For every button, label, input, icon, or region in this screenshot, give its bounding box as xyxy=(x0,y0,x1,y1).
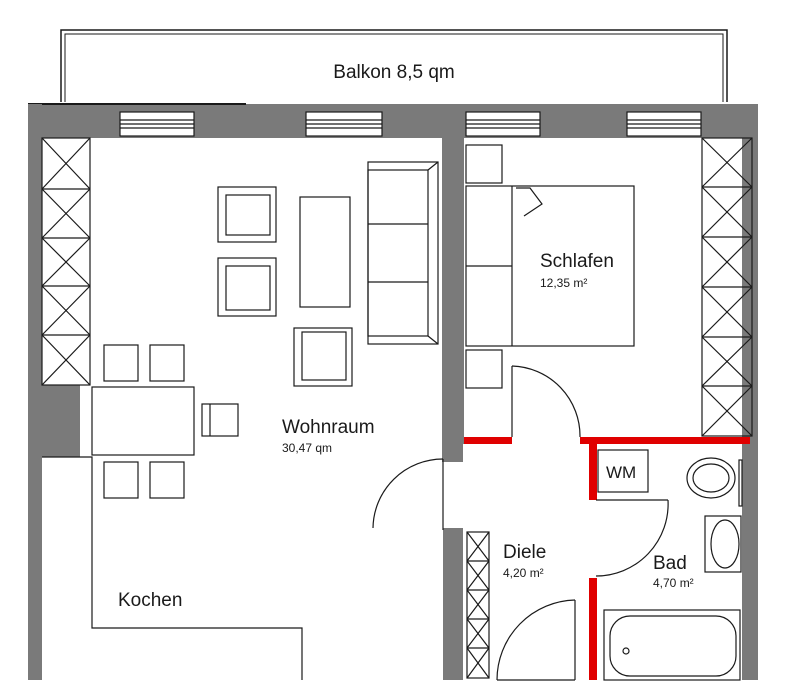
toilet xyxy=(686,457,743,507)
windows xyxy=(119,111,702,137)
room-label-kochen: Kochen xyxy=(118,590,182,611)
center-wall-upper xyxy=(442,104,464,462)
balcony-label: Balkon 8,5 qm xyxy=(333,62,454,83)
room-label-bad: Bad xyxy=(653,553,687,574)
door-living xyxy=(372,458,444,530)
bedroom-furniture xyxy=(465,144,635,389)
room-label-wohnraum: Wohnraum xyxy=(282,417,375,438)
room-area-bad: 4,70 m² xyxy=(653,576,694,590)
walls xyxy=(28,103,758,680)
room-label-schlafen: Schlafen xyxy=(540,251,614,272)
room-labels: Schlafen 12,35 m² Wohnraum 30,47 qm Diel… xyxy=(118,251,694,611)
bathroom-fixtures xyxy=(597,449,743,681)
nightstand-top xyxy=(465,144,503,184)
window-2 xyxy=(305,111,383,137)
hall-shelf xyxy=(466,531,490,679)
dining-table xyxy=(91,386,195,456)
left-wall-lower xyxy=(28,385,80,457)
center-wall-lower xyxy=(443,528,463,680)
washing-machine-label: WM xyxy=(606,463,636,482)
door-bedroom xyxy=(511,365,581,438)
highlighted-walls xyxy=(464,437,750,680)
bathtub xyxy=(603,609,741,681)
room-area-schlafen: 12,35 m² xyxy=(540,276,587,290)
dining-chairs xyxy=(103,344,239,499)
armchair-middle xyxy=(217,257,277,317)
bed xyxy=(465,185,635,347)
door-entrance xyxy=(496,599,576,681)
coffee-table xyxy=(299,196,351,308)
wardrobe-left xyxy=(41,137,91,386)
window-1 xyxy=(119,111,195,137)
room-area-wohnraum: 30,47 qm xyxy=(282,441,332,455)
sink xyxy=(704,515,742,573)
room-area-diele: 4,20 m² xyxy=(503,566,544,580)
kitchen-counter xyxy=(42,456,303,680)
washing-machine xyxy=(597,449,649,493)
room-label-diele: Diele xyxy=(503,542,546,563)
window-4 xyxy=(626,111,702,137)
living-furniture xyxy=(42,161,439,680)
wardrobe-right xyxy=(701,137,753,437)
sofa xyxy=(367,161,439,345)
armchair-bottom xyxy=(293,327,353,387)
armchair-top xyxy=(217,186,277,243)
right-wall xyxy=(742,104,758,680)
doors xyxy=(372,365,669,681)
nightstand-bottom xyxy=(465,349,503,389)
window-3 xyxy=(465,111,541,137)
balcony: Balkon 8,5 qm xyxy=(60,29,728,102)
door-bath xyxy=(595,499,669,577)
